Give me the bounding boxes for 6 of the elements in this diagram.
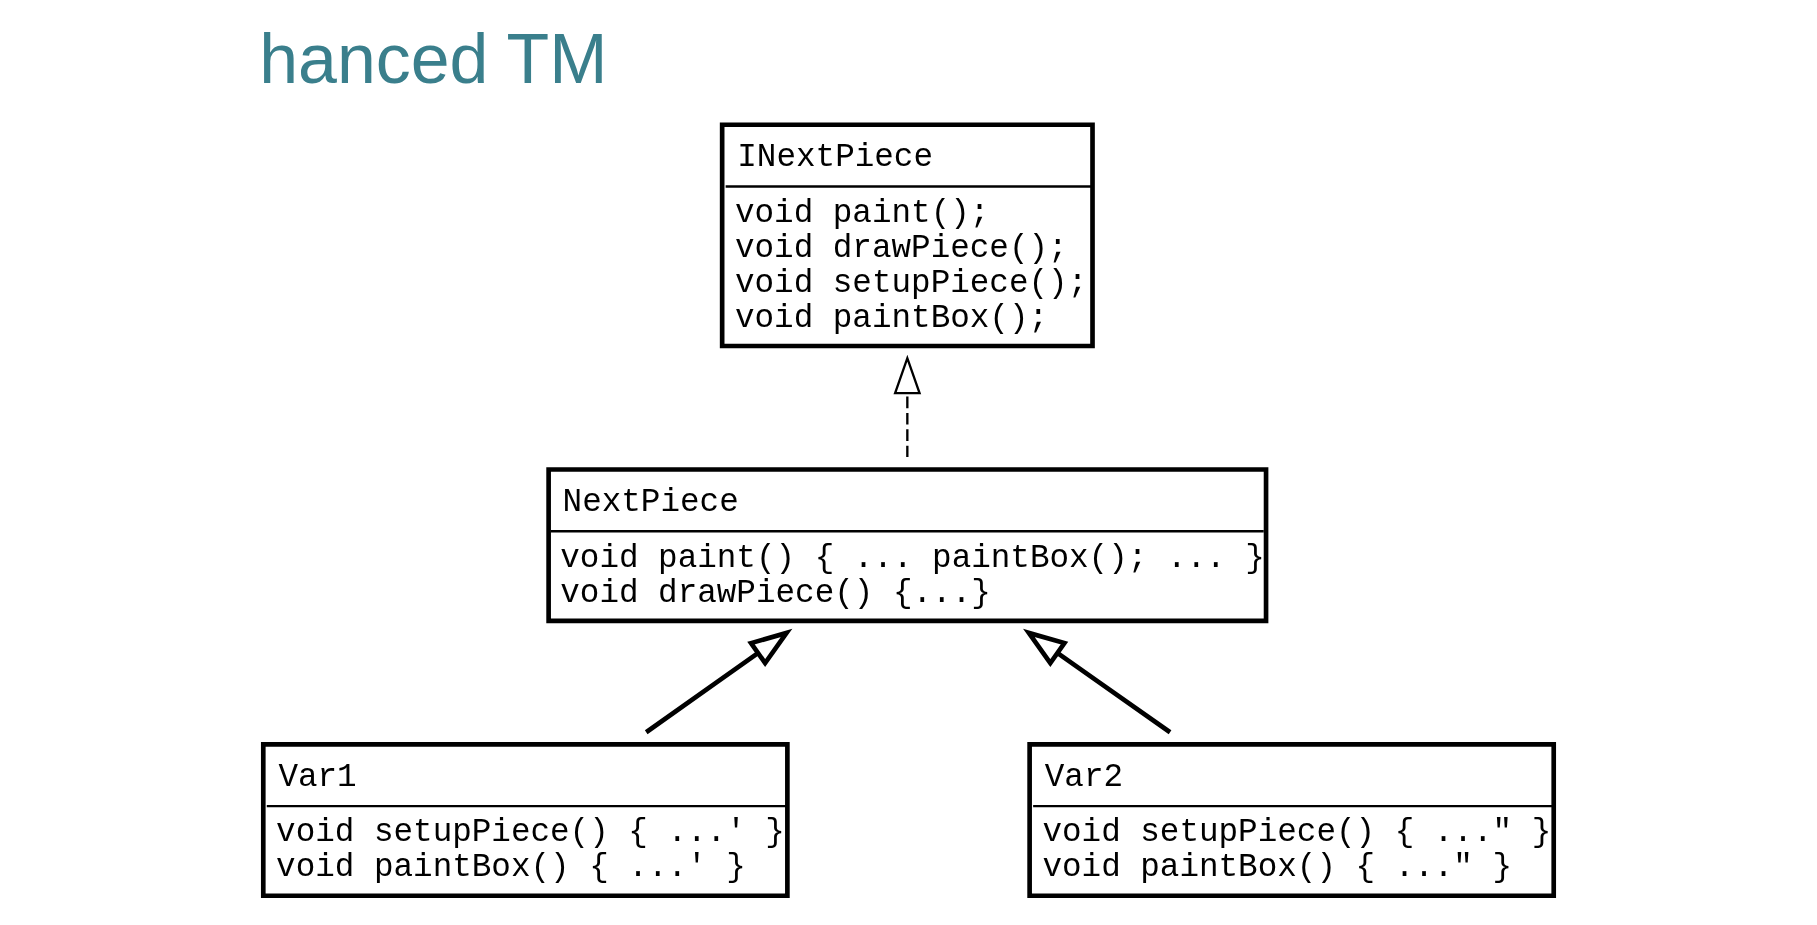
diagram-title: hanced TM xyxy=(259,19,608,98)
node-box: Var2 void setupPiece() { ..." } void paintBox() { ..." } xyxy=(1027,742,1557,899)
node-box: NextPiece void paint() { ... paintBox(); ... } void drawPiece() {...} xyxy=(546,467,1269,624)
arrow xyxy=(1023,628,1172,735)
arrow xyxy=(893,354,922,458)
arrow xyxy=(644,628,793,735)
